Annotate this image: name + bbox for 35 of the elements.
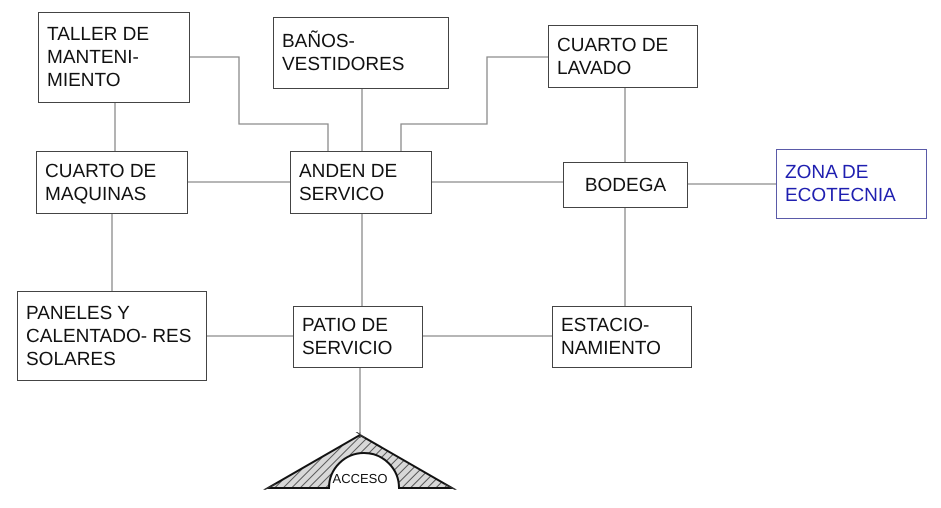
area-label: ESTACIO- NAMIENTO [561, 314, 662, 360]
connector-line [624, 88, 626, 162]
area-box [290, 151, 432, 214]
connector-line [400, 56, 548, 151]
area-label: PANELES Y CALENTADO- RES SOLARES [26, 302, 192, 370]
area-label: ZONA DE ECOTECNIA [785, 161, 897, 207]
area-box [552, 306, 692, 368]
area-box [273, 17, 449, 89]
connector-line [361, 214, 363, 306]
area-box [563, 162, 688, 208]
area-label: BODEGA [584, 174, 666, 196]
area-box [38, 12, 190, 103]
area-box [293, 306, 423, 368]
access-label: ACCESO [332, 471, 388, 486]
area-label: CUARTO DE MAQUINAS [45, 160, 158, 206]
connector-line [207, 335, 293, 337]
area-box [17, 291, 207, 381]
connector-line [624, 208, 626, 306]
area-label: BAÑOS- VESTIDORES [282, 30, 406, 76]
connector-line [190, 56, 329, 151]
connector-line [188, 181, 290, 183]
connector-line [361, 89, 363, 151]
area-label: CUARTO DE LAVADO [557, 34, 670, 80]
connector-line [688, 183, 776, 185]
connector-line [423, 335, 552, 337]
connector-line [359, 368, 361, 432]
area-label: TALLER DE MANTENI- MIENTO [47, 23, 150, 92]
area-box [36, 151, 188, 214]
area-label: PATIO DE SERVICIO [302, 314, 394, 360]
area-label: ANDEN DE SERVICO [299, 160, 398, 206]
area-box [548, 25, 698, 88]
connector-line [432, 181, 563, 183]
connector-line [114, 103, 116, 151]
connector-line [111, 214, 113, 291]
area-box [776, 149, 927, 219]
